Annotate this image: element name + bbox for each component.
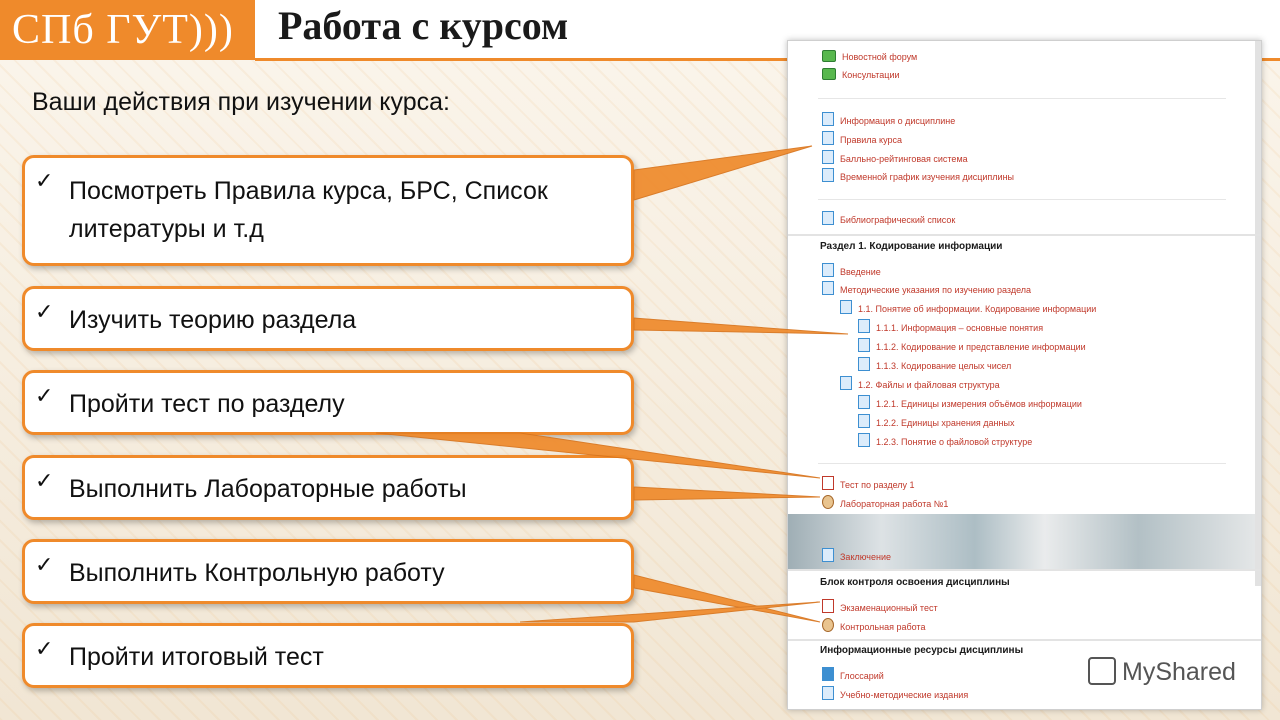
action-box-theory: ✓ Изучить теорию раздела [22,286,634,351]
course-link-news-forum[interactable]: Новостной форум [822,50,917,62]
action-label: Пройти тест по разделу [69,390,345,418]
course-link-1-1[interactable]: 1.1. Понятие об информации. Кодирование … [840,300,1096,314]
header-underline [255,58,1280,61]
logo-text: СПб ГУТ))) [12,7,234,53]
page-icon [822,150,834,164]
divider [818,199,1226,200]
course-link-exam-test[interactable]: Экзаменационный тест [822,599,938,613]
course-link-1-2-3[interactable]: 1.2.3. Понятие о файловой структуре [858,433,1032,447]
section-border [788,639,1261,641]
page-icon [822,686,834,700]
page-icon [822,168,834,182]
checkmark-icon: ✓ [35,383,54,408]
page-icon [840,376,852,390]
action-box-section-test: ✓ Пройти тест по разделу [22,370,634,435]
course-link-consultations[interactable]: Консультации [822,68,900,80]
page-icon [822,211,834,225]
forum-icon [822,50,836,62]
page-icon [858,319,870,333]
assignment-icon [822,618,834,632]
course-link-section-test[interactable]: Тест по разделу 1 [822,476,915,490]
page-icon [858,395,870,409]
divider [818,98,1226,99]
page-icon [840,300,852,314]
watermark: MyShared [1088,657,1236,687]
page-icon [822,263,834,277]
section-border [788,569,1261,571]
course-link-guidelines[interactable]: Методические указания по изучению раздел… [822,281,1031,295]
checkmark-icon: ✓ [35,636,54,661]
course-link-lab-1[interactable]: Лабораторная работа №1 [822,495,948,509]
course-link-1-2-1[interactable]: 1.2.1. Единицы измерения объёмов информа… [858,395,1082,409]
page-icon [822,131,834,145]
forum-icon [822,68,836,80]
university-logo: СПб ГУТ))) [0,0,255,60]
action-box-final-test: ✓ Пройти итоговый тест [22,623,634,688]
divider [818,463,1226,464]
page-icon [822,548,834,562]
course-link-glossary[interactable]: Глоссарий [822,667,884,681]
glossary-icon [822,667,834,681]
resources-block-title: Информационные ресурсы дисциплины [820,645,1024,656]
checkmark-icon: ✓ [35,468,54,493]
course-link-schedule[interactable]: Временной график изучения дисциплины [822,168,1014,182]
course-link-1-1-3[interactable]: 1.1.3. Кодирование целых чисел [858,357,1011,371]
action-label: Пройти итоговый тест [69,643,324,671]
page-icon [858,338,870,352]
course-page-panel: Новостной форум Консультации Информация … [787,40,1262,710]
course-link-control-work[interactable]: Контрольная работа [822,618,925,632]
action-label: Посмотреть Правила курса, БРС, Список ли… [69,177,548,243]
course-link-brs[interactable]: Балльно-рейтинговая система [822,150,968,164]
section-border [788,234,1261,236]
course-link-1-1-1[interactable]: 1.1.1. Информация – основные понятия [858,319,1043,333]
cart-icon [1088,657,1116,685]
page-icon [858,433,870,447]
checkmark-icon: ✓ [35,552,54,577]
quiz-icon [822,476,834,490]
photo-strip [788,514,1255,569]
quiz-icon [822,599,834,613]
checkmark-icon: ✓ [35,299,54,324]
page-icon [858,357,870,371]
slide-subtitle: Ваши действия при изучении курса: [32,88,450,116]
scrollbar[interactable] [1255,41,1261,586]
section1-title: Раздел 1. Кодирование информации [820,241,1003,252]
course-link-intro[interactable]: Введение [822,263,881,277]
action-box-control-work: ✓ Выполнить Контрольную работу [22,539,634,604]
course-link-1-2-2[interactable]: 1.2.2. Единицы хранения данных [858,414,1014,428]
action-label: Изучить теорию раздела [69,306,357,334]
action-box-labs: ✓ Выполнить Лабораторные работы [22,455,634,520]
course-link-conclusion[interactable]: Заключение [822,548,891,562]
course-link-1-1-2[interactable]: 1.1.2. Кодирование и представление инфор… [858,338,1086,352]
page-icon [822,281,834,295]
control-block-title: Блок контроля освоения дисциплины [820,577,1010,588]
page-icon [858,414,870,428]
assignment-icon [822,495,834,509]
course-link-bibliography[interactable]: Библиографический список [822,211,955,225]
slide-title: Работа с курсом [278,3,569,48]
action-box-rules: ✓ Посмотреть Правила курса, БРС, Список … [22,155,634,266]
action-label: Выполнить Контрольную работу [69,559,445,587]
checkmark-icon: ✓ [35,168,54,193]
action-label: Выполнить Лабораторные работы [69,475,467,503]
page-icon [822,112,834,126]
course-link-rules[interactable]: Правила курса [822,131,902,145]
course-link-textbooks[interactable]: Учебно-методические издания [822,686,968,700]
course-link-info[interactable]: Информация о дисциплине [822,112,955,126]
course-link-1-2[interactable]: 1.2. Файлы и файловая структура [840,376,1000,390]
